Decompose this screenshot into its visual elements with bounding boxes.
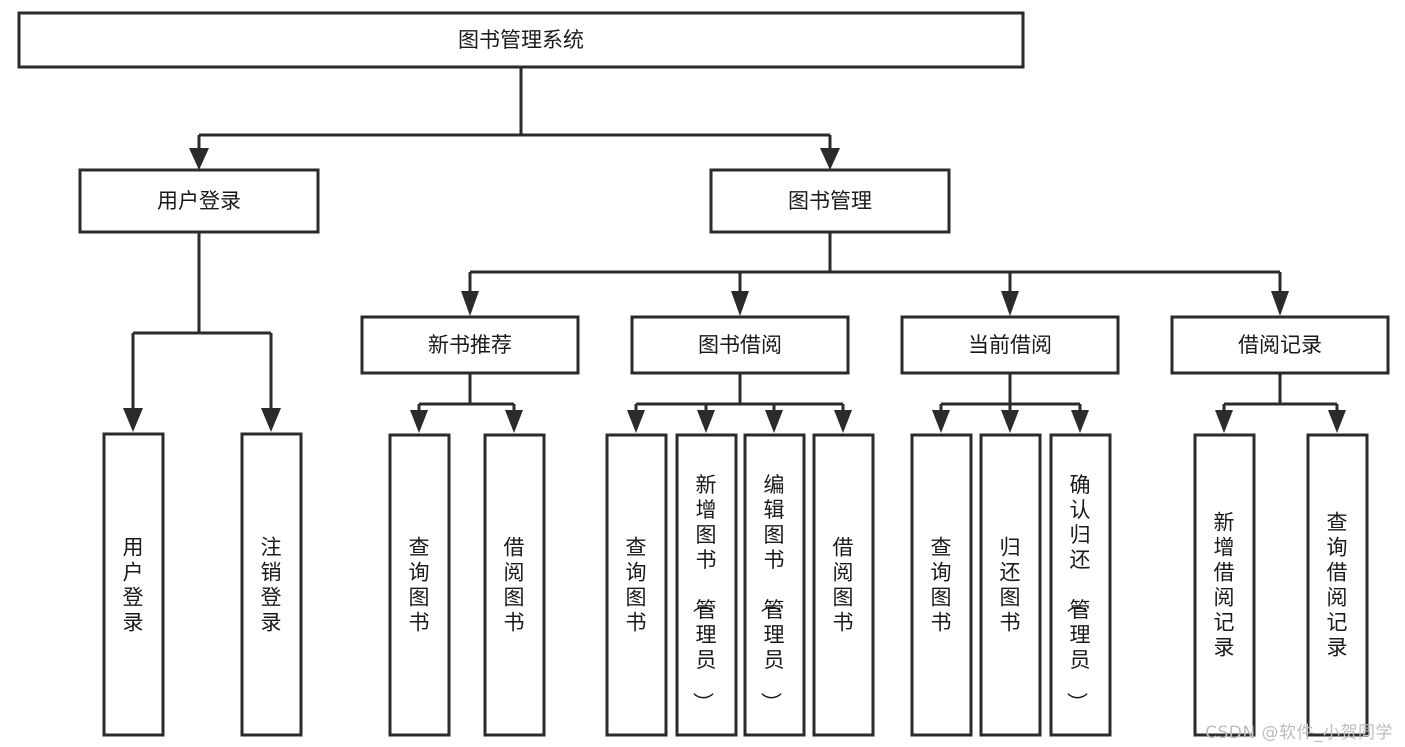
node-current-borrow[interactable]: 当前借阅 bbox=[900, 315, 1120, 375]
node-leaf-query-book-2-box[interactable] bbox=[605, 433, 668, 737]
node-book-manage-label: 图书管理 bbox=[788, 189, 872, 213]
arrow-head-leaf-confirm-return bbox=[1071, 410, 1089, 433]
arrow-head-leaf-add-book bbox=[697, 410, 715, 433]
node-leaf-borrow-book-1-label: 借阅图书 bbox=[504, 536, 525, 635]
node-leaf-return-book[interactable]: 归还图书 bbox=[979, 433, 1042, 737]
node-leaf-add-book-box[interactable] bbox=[675, 433, 738, 737]
node-borrow-record[interactable]: 借阅记录 bbox=[1170, 315, 1390, 375]
connector-group-book-manage-to-level2 bbox=[461, 232, 1289, 316]
node-leaf-logout-login-box[interactable] bbox=[240, 432, 303, 737]
node-leaf-user-login-box[interactable] bbox=[102, 432, 165, 737]
node-book-borrow-box[interactable] bbox=[630, 315, 850, 375]
node-current-borrow-label: 当前借阅 bbox=[968, 333, 1052, 357]
node-leaf-add-record[interactable]: 新增借阅记录 bbox=[1193, 433, 1256, 737]
connector-group-book-borrow-to-leaves bbox=[627, 373, 852, 433]
connector-group-user-login-to-leaves bbox=[123, 232, 281, 432]
node-leaf-add-record-label: 新增借阅记录 bbox=[1214, 511, 1235, 660]
node-root-box[interactable] bbox=[17, 11, 1025, 69]
node-leaf-logout-login[interactable]: 注销登录 bbox=[240, 432, 303, 737]
arrow-head-leaf-user-login bbox=[123, 408, 143, 432]
node-leaf-query-book-1[interactable]: 查询图书 bbox=[388, 433, 451, 737]
node-leaf-query-book-3-box[interactable] bbox=[910, 433, 973, 737]
node-leaf-query-record-box[interactable] bbox=[1306, 433, 1369, 737]
node-new-book-recommend-label: 新书推荐 bbox=[428, 333, 512, 357]
node-leaf-confirm-return[interactable]: 确认归还（管理员） bbox=[1049, 433, 1112, 737]
node-leaf-borrow-book-1-box[interactable] bbox=[483, 433, 546, 737]
node-leaf-edit-book-label: 编辑图书（管理员） bbox=[759, 473, 785, 713]
arrow-head-leaf-query-book-3 bbox=[932, 410, 950, 433]
arrow-head-book-borrow bbox=[731, 291, 749, 316]
node-leaf-query-book-2-label: 查询图书 bbox=[626, 536, 647, 635]
node-leaf-borrow-book-2[interactable]: 借阅图书 bbox=[812, 433, 875, 737]
node-book-manage-box[interactable] bbox=[709, 168, 951, 234]
node-borrow-record-label: 借阅记录 bbox=[1238, 333, 1322, 357]
node-leaf-query-book-3-label: 查询图书 bbox=[931, 536, 952, 635]
node-book-manage[interactable]: 图书管理 bbox=[709, 168, 951, 234]
arrow-head-user-login bbox=[189, 148, 209, 170]
node-user-login-box[interactable] bbox=[78, 168, 320, 234]
node-leaf-add-record-box[interactable] bbox=[1193, 433, 1256, 737]
arrow-head-borrow-record bbox=[1271, 291, 1289, 316]
node-leaf-edit-book[interactable]: 编辑图书（管理员） bbox=[743, 433, 806, 737]
node-leaf-return-book-label: 归还图书 bbox=[1000, 536, 1021, 635]
node-leaf-confirm-return-box[interactable] bbox=[1049, 433, 1112, 737]
node-book-borrow-label: 图书借阅 bbox=[698, 333, 782, 357]
node-leaf-confirm-return-label: 确认归还（管理员） bbox=[1065, 473, 1091, 713]
csdn-watermark: CSDN @软件_小贺同学 bbox=[1205, 723, 1393, 743]
node-borrow-record-box[interactable] bbox=[1170, 315, 1390, 375]
node-current-borrow-box[interactable] bbox=[900, 315, 1120, 375]
node-leaf-logout-login-label: 注销登录 bbox=[261, 536, 282, 635]
node-leaf-query-book-2[interactable]: 查询图书 bbox=[605, 433, 668, 737]
arrow-head-leaf-return-book bbox=[1001, 410, 1019, 433]
arrow-head-current-borrow bbox=[1001, 291, 1019, 316]
arrow-head-leaf-query-record bbox=[1328, 410, 1346, 433]
node-root-label: 图书管理系统 bbox=[458, 28, 584, 52]
node-leaf-borrow-book-2-label: 借阅图书 bbox=[833, 536, 854, 635]
connector-group-borrow-record-to-leaves bbox=[1215, 373, 1346, 433]
arrow-head-leaf-borrow-book-2 bbox=[834, 410, 852, 433]
node-leaf-user-login[interactable]: 用户登录 bbox=[102, 432, 165, 737]
node-leaf-edit-book-box[interactable] bbox=[743, 433, 806, 737]
arrow-head-leaf-borrow-book-1 bbox=[505, 410, 523, 433]
arrow-head-leaf-edit-book bbox=[765, 410, 783, 433]
arrow-head-leaf-query-book-2 bbox=[627, 410, 645, 433]
arrow-head-leaf-add-record bbox=[1215, 410, 1233, 433]
connector-group-root-to-level1 bbox=[189, 67, 840, 170]
node-root[interactable]: 图书管理系统 bbox=[17, 11, 1025, 69]
arrow-head-book-manage bbox=[820, 148, 840, 170]
arrow-head-new-book-recommend bbox=[461, 291, 479, 316]
node-new-book-recommend[interactable]: 新书推荐 bbox=[360, 315, 580, 375]
node-user-login[interactable]: 用户登录 bbox=[78, 168, 320, 234]
node-leaf-borrow-book-1[interactable]: 借阅图书 bbox=[483, 433, 546, 737]
node-leaf-borrow-book-2-box[interactable] bbox=[812, 433, 875, 737]
node-new-book-recommend-box[interactable] bbox=[360, 315, 580, 375]
connector-group-current-borrow-to-leaves bbox=[932, 373, 1089, 433]
connector-group-new-book-to-leaves bbox=[410, 373, 523, 433]
node-leaf-query-book-3[interactable]: 查询图书 bbox=[910, 433, 973, 737]
node-leaf-return-book-box[interactable] bbox=[979, 433, 1042, 737]
node-user-login-label: 用户登录 bbox=[157, 189, 241, 213]
node-leaf-add-book-label: 新增图书（管理员） bbox=[691, 473, 717, 713]
node-book-borrow[interactable]: 图书借阅 bbox=[630, 315, 850, 375]
arrow-head-leaf-query-book-1 bbox=[410, 410, 428, 433]
node-leaf-query-book-1-label: 查询图书 bbox=[409, 536, 430, 635]
arrow-head-leaf-logout-login bbox=[261, 408, 281, 432]
node-leaf-query-record-label: 查询借阅记录 bbox=[1327, 511, 1348, 660]
node-leaf-query-book-1-box[interactable] bbox=[388, 433, 451, 737]
node-leaf-add-book[interactable]: 新增图书（管理员） bbox=[675, 433, 738, 737]
node-leaf-query-record[interactable]: 查询借阅记录 bbox=[1306, 433, 1369, 737]
node-leaf-user-login-label: 用户登录 bbox=[123, 536, 144, 635]
